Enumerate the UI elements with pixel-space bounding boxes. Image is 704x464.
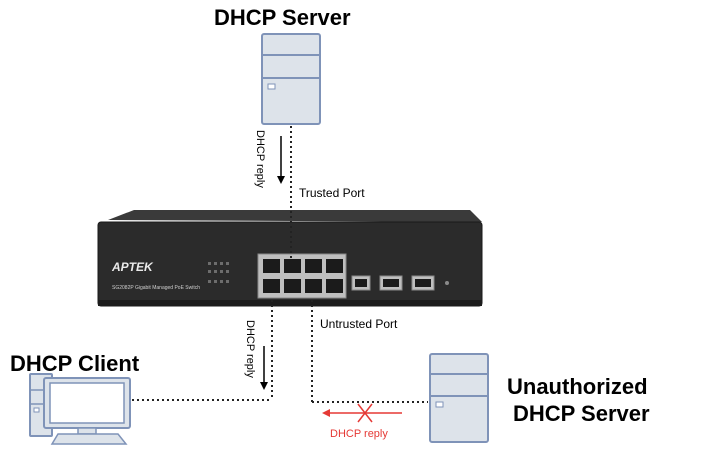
rj45-port-block (257, 253, 347, 299)
trusted-port-label: Trusted Port (299, 186, 365, 200)
reply-arrow-server (277, 136, 285, 184)
network-switch (97, 210, 483, 307)
status-leds (208, 262, 229, 283)
switch-brand-logo: APTEK (112, 260, 153, 274)
reply-arrow-client (260, 346, 268, 390)
blocked-reply-arrow (322, 403, 402, 423)
connection-lines (132, 126, 428, 403)
unauthorized-server-title-line1: Unauthorized (507, 374, 648, 399)
server-reply-label: DHCP reply (254, 130, 266, 188)
unauthorized-server-icon (429, 353, 489, 443)
switch-model-label: SG2082P Gigabit Managed PoE Switch (112, 285, 201, 291)
dhcp-client-title: DHCP Client (10, 351, 140, 376)
blocked-reply-label: DHCP reply (330, 428, 388, 440)
unauthorized-server-title-line2: DHCP Server (513, 401, 650, 426)
untrusted-port-label: Untrusted Port (320, 317, 398, 331)
dhcp-server-title: DHCP Server (214, 5, 351, 30)
dhcp-server-icon (261, 33, 321, 125)
client-reply-label: DHCP reply (244, 320, 256, 378)
dhcp-client-computer-icon (29, 373, 131, 445)
reset-button-icon (445, 281, 449, 285)
